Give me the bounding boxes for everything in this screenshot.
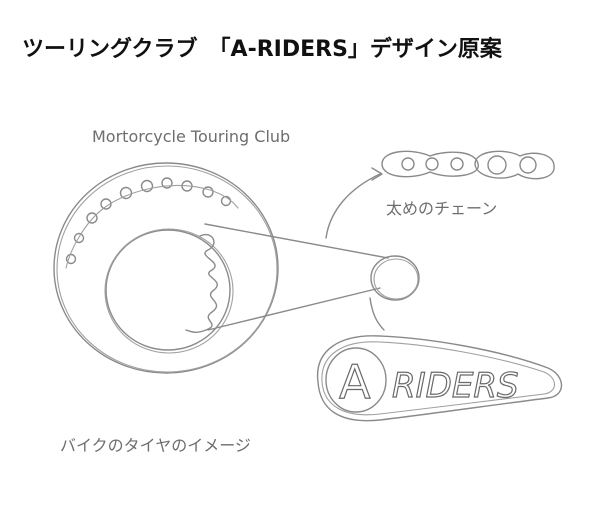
tire-tread-holes [65, 177, 239, 269]
crank-hub-circle [370, 255, 420, 301]
tire-outer-ring-retrace [56, 165, 278, 373]
chain-note: 太めのチェーン [386, 199, 497, 218]
chain-pin [401, 157, 415, 171]
tread-hole [73, 232, 85, 244]
chain-pin [450, 157, 464, 171]
tread-hole [65, 253, 77, 265]
chain-pin [487, 155, 507, 175]
tread-hole [119, 186, 133, 200]
logo-word: RIDERS [392, 366, 519, 406]
tire-note: バイクのタイヤのイメージ [60, 436, 251, 455]
tread-hole [140, 179, 154, 193]
logo-capsule-inner [321, 341, 556, 416]
tire-outer-ring [53, 162, 279, 374]
logo-letter: A [339, 355, 371, 409]
club-name-label: Mortorcycle Touring Club [92, 127, 290, 146]
tread-hole [161, 177, 173, 189]
tread-hole [100, 198, 112, 210]
chain-arrow-head [371, 167, 383, 181]
logo-pointer-line [369, 297, 385, 331]
chain-arrow-line [325, 173, 381, 239]
tread-hole [202, 186, 214, 198]
tread-arc-guide [65, 184, 239, 269]
crank-arm-edges [204, 223, 389, 331]
page-title: ツーリングクラブ 「A-RIDERS」デザイン原案 [22, 36, 503, 62]
chain-pin [425, 157, 439, 171]
chain-link [381, 150, 479, 178]
logo-letter-circle [325, 347, 387, 413]
tread-hole [86, 212, 98, 224]
chain-sketch [381, 150, 555, 180]
chain-link [474, 150, 555, 180]
logo-capsule [316, 335, 563, 422]
spring-coil [185, 233, 218, 333]
tire-inner-ring-retrace [104, 228, 234, 354]
chain-pin [519, 156, 537, 174]
tire-inner-ring [105, 229, 231, 351]
crank-hub-circle-retrace [373, 258, 419, 300]
